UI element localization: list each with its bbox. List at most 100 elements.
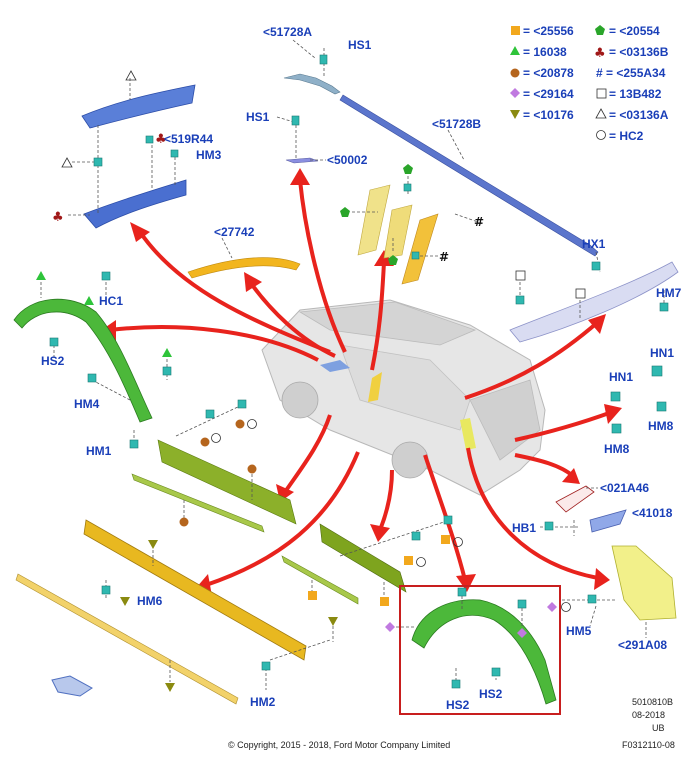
front-direction-arrow-icon (51, 675, 93, 697)
yellow-molding-27742 (187, 237, 301, 279)
pentagon-green-icon (340, 207, 350, 217)
footer-code-2: 08-2018 (632, 710, 665, 720)
rear-door-cladding-olive (281, 515, 463, 606)
square-outline-icon (515, 270, 526, 281)
triangle-green-icon (162, 348, 172, 357)
triangle-green-icon (36, 271, 46, 280)
clip-icon (517, 599, 527, 609)
clip-icon (162, 366, 172, 376)
clip-icon (544, 521, 554, 531)
clip-icon (237, 399, 247, 409)
footer-code-4: F0312110-08 (622, 740, 675, 750)
diamond-violet-icon (385, 622, 395, 632)
square-orange-icon (404, 556, 413, 565)
red-arrows (100, 168, 622, 596)
rear-wheel-arch-green (385, 587, 557, 705)
label-41018: <41018 (632, 506, 673, 520)
pentagon-green-icon (403, 164, 413, 174)
clip-icon (261, 661, 271, 671)
legend-text-20878: = <20878 (523, 66, 574, 80)
label-HS1-top: HS1 (348, 38, 372, 52)
circle-outline-icon (211, 433, 221, 443)
label-HM8-b: HM8 (648, 419, 674, 433)
clip-icon (457, 587, 467, 597)
label-HX1: HX1 (582, 237, 606, 251)
legend-text-20554: = <20554 (609, 24, 660, 38)
rear-quarter-panel-yellow (547, 545, 677, 638)
clip-icon (659, 302, 669, 312)
rear-spoiler-trim (509, 251, 679, 343)
label-HM8-a: HM8 (604, 442, 630, 456)
label-HM1: HM1 (86, 444, 112, 458)
footer-code-1: 5010810B (632, 697, 673, 707)
clip-icon (656, 401, 667, 412)
club-darkred-icon: ♣ (155, 132, 167, 147)
legend-text-29164: = <29164 (523, 87, 574, 101)
clip-icon (587, 594, 597, 604)
clip-icon (101, 271, 111, 281)
pentagon-green-icon (388, 255, 398, 265)
legend-text-HC2: = HC2 (609, 129, 644, 143)
rear-reflectors (540, 485, 627, 536)
clip-icon (170, 149, 179, 158)
clip-icon (515, 295, 525, 305)
clip-icon (491, 667, 501, 677)
square-orange-icon (441, 535, 450, 544)
triangle-outline-icon (61, 157, 73, 168)
label-50002: <50002 (327, 153, 368, 167)
diamond-violet-icon (517, 628, 527, 638)
clip-icon (145, 135, 154, 144)
roof-rail-front (276, 39, 341, 164)
right-clips (610, 365, 667, 434)
lower-door-cladding-olive (131, 399, 297, 533)
label-HS2-bottom-b: HS2 (479, 687, 503, 701)
clip-icon (403, 183, 412, 192)
rocker-panel-yellow (15, 519, 338, 705)
label-HM7: HM7 (656, 286, 682, 300)
legend-square-outline-icon (596, 88, 607, 99)
clip-icon (93, 157, 103, 167)
clip-icon (291, 115, 300, 126)
clip-icon (443, 515, 453, 525)
label-HB1: HB1 (512, 521, 536, 535)
club-darkred-icon: ♣ (52, 210, 64, 225)
clip-icon (611, 423, 622, 434)
clip-icon (49, 337, 59, 347)
label-HM4: HM4 (74, 397, 100, 411)
circle-outline-icon (561, 602, 571, 612)
clip-icon (610, 391, 621, 402)
vehicle-outline (261, 299, 546, 496)
legend-triangle-outline-icon (595, 108, 607, 119)
square-orange-icon (308, 591, 317, 600)
triangle-outline-icon (125, 70, 137, 81)
legend-text-16038: = 16038 (523, 45, 567, 59)
label-HS1-left: HS1 (246, 110, 270, 124)
front-wheel-arch-green (13, 271, 172, 449)
legend-square-orange-icon (511, 26, 520, 35)
circle-outline-icon (416, 557, 426, 567)
label-HM5: HM5 (566, 624, 592, 638)
label-291A08: <291A08 (618, 638, 667, 652)
hash-symbol: # (439, 250, 449, 264)
legend-text-255A34: # = <255A34 (596, 66, 666, 80)
label-HS2-left: HS2 (41, 354, 65, 368)
highlight-box (399, 585, 561, 715)
triangle-olive-icon (165, 683, 175, 692)
hash-symbol: # (474, 215, 484, 229)
legend-circle-outline-icon (596, 130, 606, 140)
label-HM3: HM3 (196, 148, 222, 162)
circle-brown-icon (235, 419, 245, 429)
clip-icon (319, 54, 328, 65)
label-519R44: <519R44 (164, 132, 213, 146)
label-HM2: HM2 (250, 695, 276, 709)
clip-icon (129, 439, 139, 449)
label-021A46: <021A46 (600, 481, 649, 495)
legend-pentagon-green-icon (595, 25, 605, 35)
triangle-olive-icon (328, 617, 338, 626)
yellow-pillar-trims: # # (340, 164, 484, 285)
legend-triangle-green-icon (510, 46, 520, 55)
label-51728B: <51728B (432, 117, 481, 131)
legend-triangle-olive-icon (510, 110, 520, 119)
